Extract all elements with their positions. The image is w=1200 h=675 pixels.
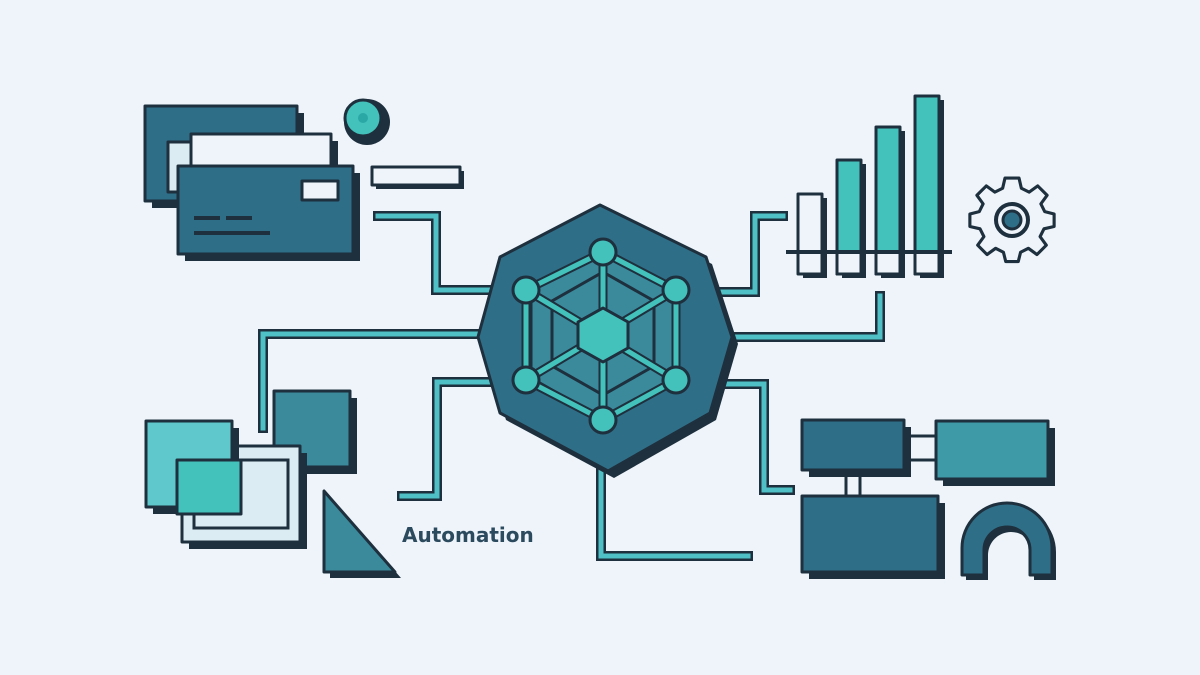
credit-cards-icon [143,104,360,261]
overlapping-squares-icon [144,389,357,549]
network-hub-icon [476,203,738,478]
diagram-caption: Automation [402,523,534,547]
arch-icon [960,501,1056,580]
flowchart-icon [800,418,1055,579]
text-line-placeholder [370,165,464,189]
triangle-icon [322,489,401,578]
connector-lines [258,211,885,561]
bar-chart-icon [786,94,952,278]
circle-dot-icon [343,98,390,145]
gear-icon [968,176,1056,264]
